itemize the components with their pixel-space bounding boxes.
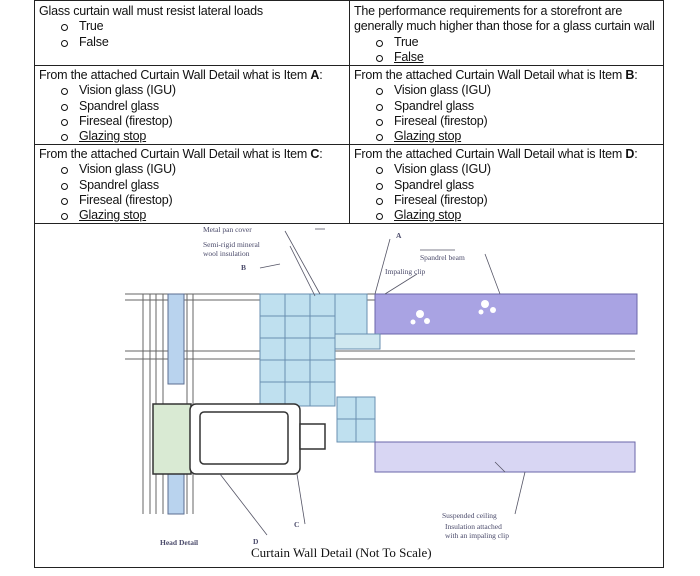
item-letter: A [310,68,320,82]
suspended-ceiling [374,441,636,473]
question-prompt: From the attached Curtain Wall Detail wh… [39,68,323,82]
diagram-caption: Curtain Wall Detail (Not To Scale) [251,545,432,560]
question-1: Glass curtain wall must resist lateral l… [35,2,349,50]
vision-glass-upper [167,293,185,385]
question-6: From the attached Curtain Wall Detail wh… [350,145,663,223]
label-metal-pan: Metal pan cover [203,225,252,234]
option-fireseal[interactable]: Fireseal (firestop) [61,114,345,129]
option-spandrel-glass[interactable]: Spandrel glass [61,178,345,193]
impaling-clip-zone [334,333,381,350]
question-prompt: The performance requirements for a store… [354,4,655,34]
option-glazing-stop[interactable]: Glazing stop [376,208,659,223]
row-divider [34,144,664,145]
question-prompt: From the attached Curtain Wall Detail wh… [354,147,638,161]
beam-perforations [410,300,496,325]
question-2: The performance requirements for a store… [350,2,663,65]
option-false[interactable]: False [376,50,659,65]
question-3: From the attached Curtain Wall Detail wh… [35,66,349,144]
label-insulation-1: Insulation attached [445,522,502,531]
spandrel-insulation-grid [259,293,376,443]
option-vision-glass[interactable]: Vision glass (IGU) [376,83,659,98]
question-prompt: From the attached Curtain Wall Detail wh… [39,147,323,161]
option-spandrel-glass[interactable]: Spandrel glass [376,99,659,114]
mullion-profile [152,403,326,475]
question-4: From the attached Curtain Wall Detail wh… [350,66,663,144]
column-divider [349,0,350,224]
option-glazing-stop[interactable]: Glazing stop [61,129,345,144]
option-spandrel-glass[interactable]: Spandrel glass [376,178,659,193]
label-mineral-wool-2: wool insulation [203,249,250,258]
option-fireseal[interactable]: Fireseal (firestop) [376,114,659,129]
question-5: From the attached Curtain Wall Detail wh… [35,145,349,223]
leader-lines [219,228,526,536]
label-head-detail: Head Detail [160,538,198,547]
label-item-d: D [253,537,259,546]
row-divider [34,223,664,224]
label-item-c: C [294,520,299,529]
label-insulation-2: with an impaling clip [445,531,509,540]
option-fireseal[interactable]: Fireseal (firestop) [61,193,345,208]
question-prompt: Glass curtain wall must resist lateral l… [39,4,263,18]
label-mineral-wool-1: Semi-rigid mineral [203,240,260,249]
curtain-wall-detail-diagram: Metal pan cover Semi-rigid mineral wool … [125,225,638,547]
item-letter: D [625,147,635,161]
option-true[interactable]: True [376,35,659,50]
question-prompt: From the attached Curtain Wall Detail wh… [354,68,638,82]
row-divider [34,65,664,66]
option-vision-glass[interactable]: Vision glass (IGU) [61,83,345,98]
option-vision-glass[interactable]: Vision glass (IGU) [61,162,345,177]
option-glazing-stop[interactable]: Glazing stop [376,129,659,144]
option-glazing-stop[interactable]: Glazing stop [61,208,345,223]
option-true[interactable]: True [61,19,345,34]
label-item-b: B [241,263,246,272]
label-spandrel-beam: Spandrel beam [420,253,465,262]
option-vision-glass[interactable]: Vision glass (IGU) [376,162,659,177]
label-suspended-ceiling: Suspended ceiling [442,511,497,520]
option-false[interactable]: False [61,35,345,50]
label-impaling-clip: Impaling clip [385,267,425,276]
spandrel-beam [374,293,638,335]
item-letter: B [625,68,635,82]
option-fireseal[interactable]: Fireseal (firestop) [376,193,659,208]
label-item-a: A [396,231,402,240]
option-spandrel-glass[interactable]: Spandrel glass [61,99,345,114]
item-letter: C [310,147,320,161]
